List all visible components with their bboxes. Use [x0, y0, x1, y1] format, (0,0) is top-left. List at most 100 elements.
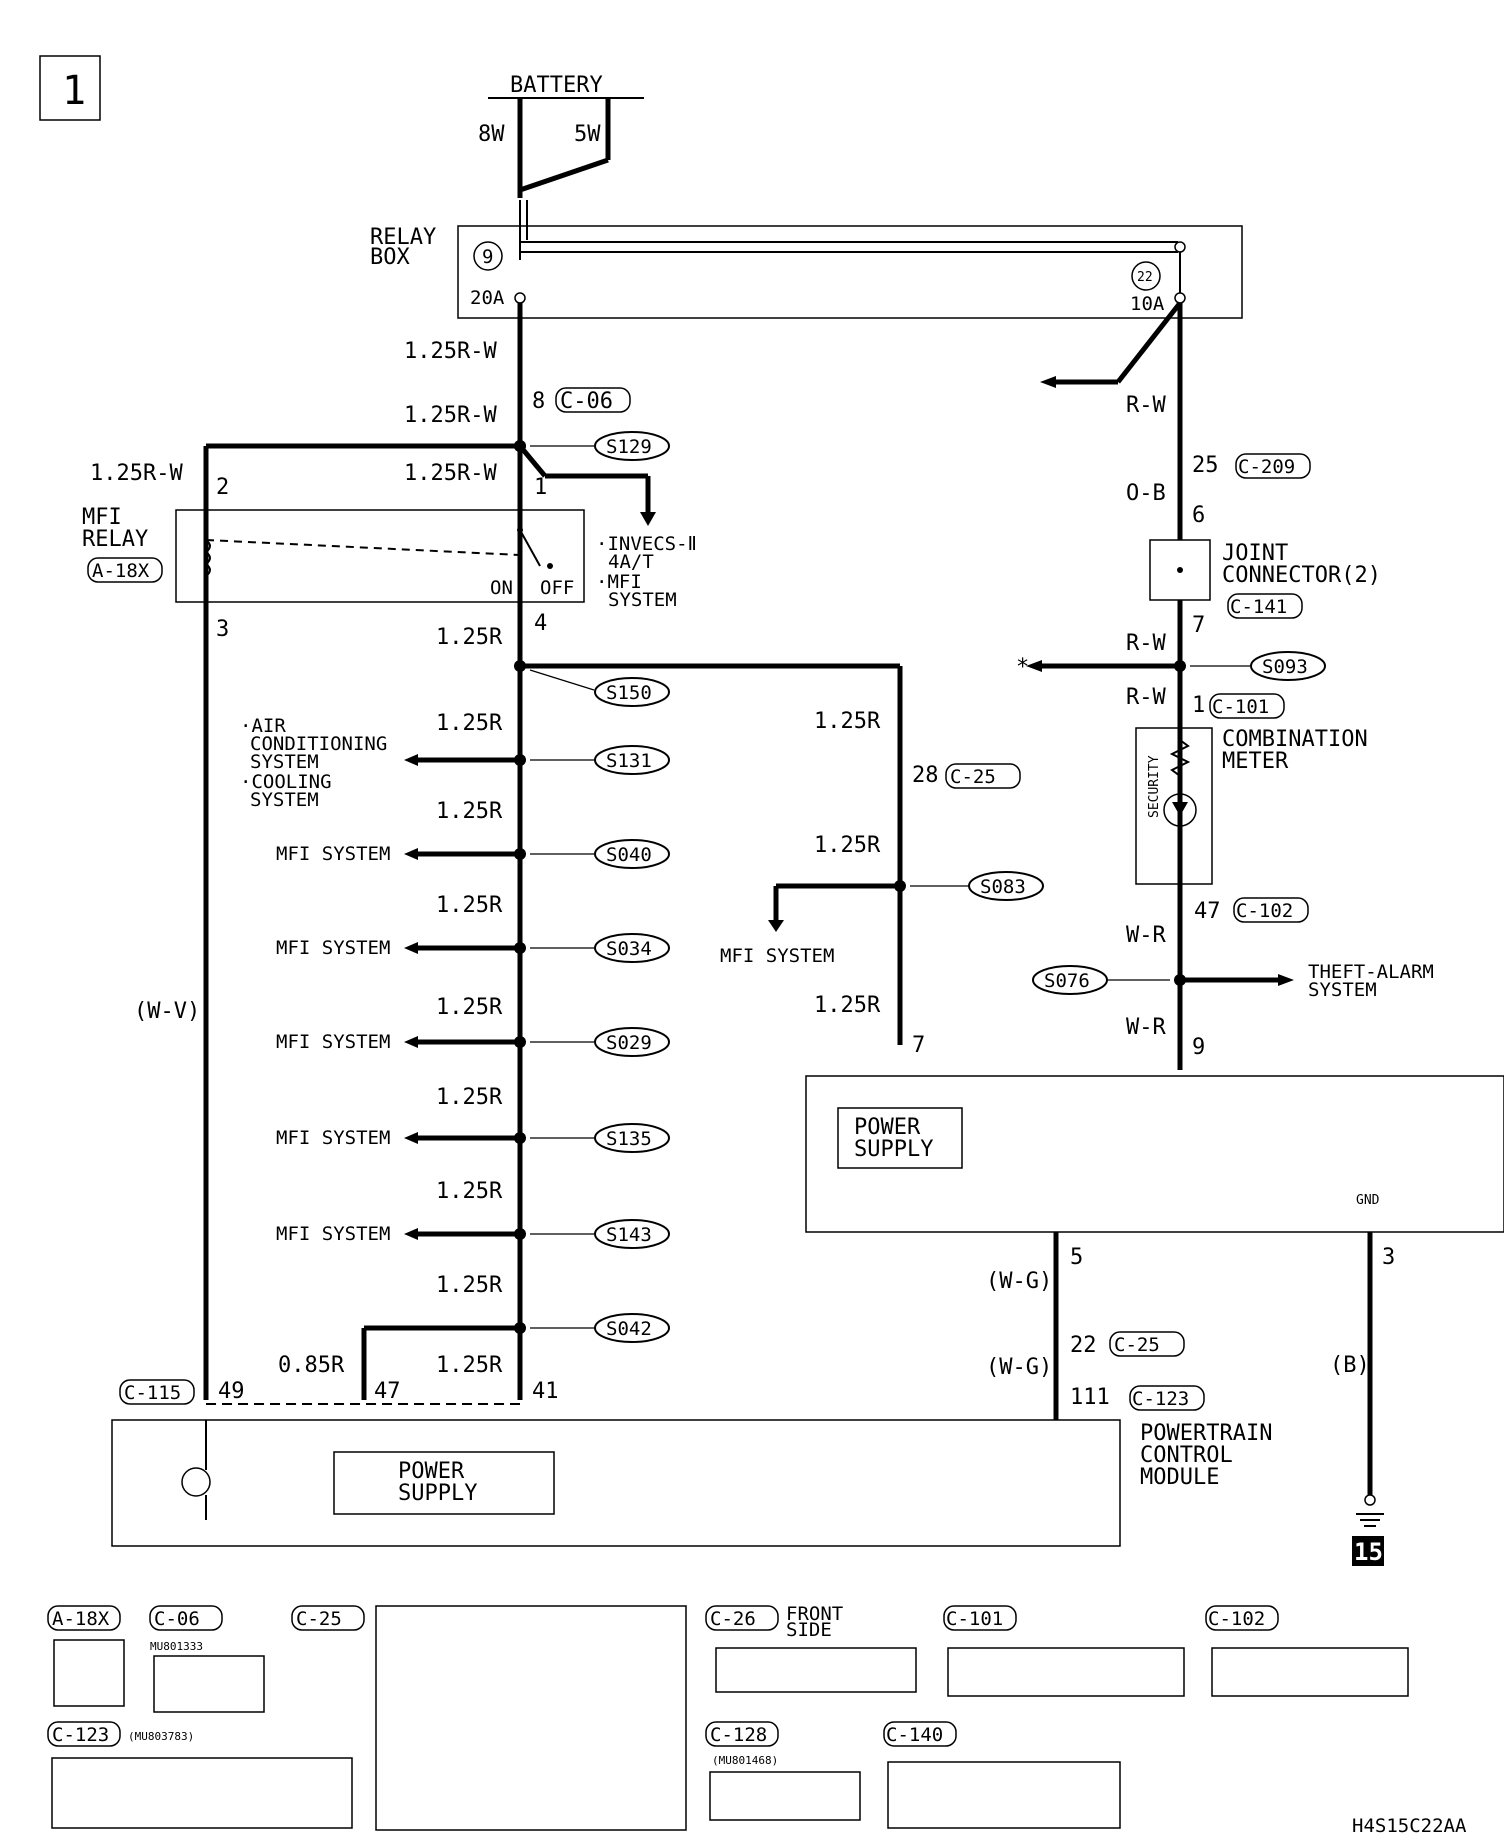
relay-note-1: ·INVECS-Ⅱ: [596, 533, 697, 555]
splice-s093: S093: [1250, 651, 1326, 681]
fuse-22-marker: [1131, 261, 1161, 291]
label-c102: C-102: [1208, 1608, 1265, 1630]
mfi-relay-label-2: RELAY: [82, 527, 148, 552]
security-label: SECURITY: [1147, 755, 1162, 818]
pin-1b: 1: [1192, 693, 1205, 718]
pin-5: 5: [1070, 1245, 1083, 1270]
ac-label-3: SYSTEM: [250, 751, 319, 773]
connector-c209: C-209: [1238, 456, 1295, 478]
connector-a18x: A-18X: [92, 560, 150, 582]
c26-note-1: FRONT: [786, 1603, 843, 1625]
pin-47: 47: [1194, 899, 1221, 924]
meter-power-supply-1: POWER: [854, 1115, 921, 1140]
wire-125r-11: 1.25R: [814, 833, 881, 858]
wire-125r-3: 1.25R: [436, 799, 503, 824]
meter-power-supply-2: SUPPLY: [854, 1137, 933, 1162]
relay-box-label-2: BOX: [370, 245, 410, 270]
c26-view: [715, 1647, 917, 1693]
wire-125r-10: 1.25R: [814, 709, 881, 734]
svg-text:S143: S143: [606, 1224, 652, 1246]
svg-text:S150: S150: [606, 682, 652, 704]
ground-number-box: [1352, 1536, 1384, 1566]
label-c06: C-06: [154, 1608, 200, 1630]
wire-rw-1: R-W: [1126, 393, 1166, 418]
figure-code: H4S15C22AA: [1352, 1815, 1467, 1837]
gnd-label: GND: [1356, 1193, 1380, 1208]
pin-3: 3: [216, 617, 229, 642]
pin-41: 41: [532, 1379, 559, 1404]
mfi-branch-5: MFI SYSTEM: [276, 1223, 390, 1245]
c123-part-number: (MU803783): [128, 1730, 194, 1743]
c26-note-2: SIDE: [786, 1619, 832, 1641]
c123-view: [51, 1757, 353, 1829]
a18x-view: [53, 1639, 125, 1707]
pin-6: 6: [1192, 503, 1205, 528]
svg-text:S131: S131: [606, 750, 652, 772]
relay-box: [457, 225, 1243, 319]
ac-label-4: ·COOLING: [240, 771, 332, 793]
c140-view: [887, 1761, 1121, 1829]
wire-125r-12: 1.25R: [814, 993, 881, 1018]
combination-meter-box: [1135, 727, 1213, 885]
theft-alarm-label-1: THEFT-ALARM: [1308, 961, 1434, 983]
wire-125r-8: 1.25R: [436, 1273, 503, 1298]
c102-view: [1211, 1647, 1409, 1697]
battery-wire-8w: 8W: [478, 122, 505, 147]
wire-125r-2: 1.25R: [436, 711, 503, 736]
pin-2: 2: [216, 475, 229, 500]
splice-s029: S029: [594, 1027, 670, 1057]
pin-4: 4: [534, 611, 547, 636]
fuse-22-amp: 10A: [1130, 293, 1165, 315]
security-led: [1163, 793, 1197, 827]
ac-label-2: CONDITIONING: [250, 733, 387, 755]
splice-s131: S131: [594, 745, 670, 775]
wire-wg-1: (W-G): [986, 1269, 1052, 1294]
joint-connector-label-1: JOINT: [1222, 541, 1288, 566]
ac-label-5: SYSTEM: [250, 789, 319, 811]
pcm-power-supply-2: SUPPLY: [398, 1481, 477, 1506]
pin-28: 28: [912, 763, 939, 788]
svg-text:S029: S029: [606, 1032, 652, 1054]
splice-s083: S083: [968, 871, 1044, 901]
connector-c102: C-102: [1236, 900, 1293, 922]
c25-view: [375, 1605, 687, 1831]
svg-text:S040: S040: [606, 844, 652, 866]
label-c101: C-101: [946, 1608, 1003, 1630]
combination-meter-label-1: COMBINATION: [1222, 727, 1368, 752]
svg-text:S042: S042: [606, 1318, 652, 1340]
wire-ob: O-B: [1126, 481, 1166, 506]
fuse-9-amp: 20A: [470, 287, 505, 309]
mfi-branch-4: MFI SYSTEM: [276, 1127, 390, 1149]
wire-wg-2: (W-G): [986, 1355, 1052, 1380]
label-c26: C-26: [710, 1608, 756, 1630]
splice-s076: S076: [1032, 965, 1108, 995]
connector-c101: C-101: [1212, 696, 1269, 718]
wire-125r-7: 1.25R: [436, 1179, 503, 1204]
pin-7b: 7: [912, 1033, 925, 1058]
splice-s150: S150: [594, 677, 670, 707]
c06-part-number: MU801333: [150, 1640, 203, 1653]
ground-number: 15: [1354, 1538, 1383, 1566]
ac-label-1: ·AIR: [240, 715, 286, 737]
mfi-relay-label-1: MFI: [82, 505, 122, 530]
wire-125rw-3: 1.25R-W: [90, 461, 183, 486]
splice-s042: S042: [594, 1313, 670, 1343]
relay-on: ON: [490, 577, 513, 599]
pin-9: 9: [1192, 1035, 1205, 1060]
page-number: 1: [62, 68, 86, 114]
c128-part-number: (MU801468): [712, 1754, 778, 1767]
wire-wr-1: W-R: [1126, 923, 1166, 948]
fuse-9-marker: [473, 241, 503, 271]
wire-125r-6: 1.25R: [436, 1085, 503, 1110]
battery-label: BATTERY: [510, 73, 603, 98]
wire-125r-9: 1.25R: [436, 1353, 503, 1378]
pcm-label-2: CONTROL: [1140, 1443, 1233, 1468]
label-c123: C-123: [52, 1724, 109, 1746]
connector-c06: C-06: [560, 389, 613, 414]
connector-c25: C-25: [950, 766, 996, 788]
wire-085r: 0.85R: [278, 1353, 345, 1378]
svg-text:S034: S034: [606, 938, 652, 960]
relay-box-label-1: RELAY: [370, 225, 436, 250]
combination-meter-label-2: METER: [1222, 749, 1289, 774]
